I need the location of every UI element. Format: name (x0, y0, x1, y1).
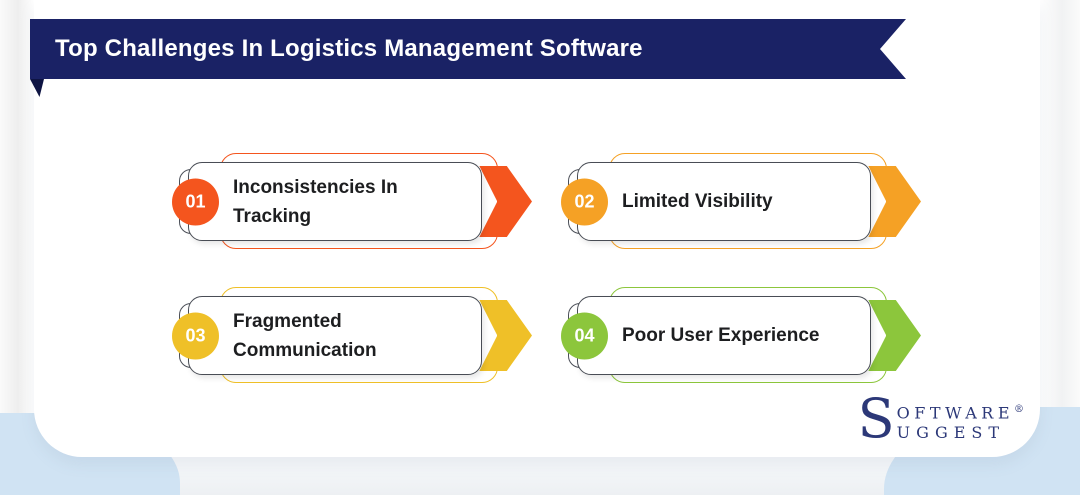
card-body: Fragmented Communication (188, 296, 482, 375)
card-number-badge: 02 (561, 178, 608, 225)
card-body: Poor User Experience (577, 296, 871, 375)
softwaresuggest-logo: S OFTWARE® UGGEST (857, 387, 1024, 450)
card-number-badge: 03 (172, 312, 219, 359)
card-number-badge: 01 (172, 178, 219, 225)
challenge-card-1: Inconsistencies In Tracking 01 (172, 153, 532, 249)
logo-line-bottom: UGGEST (896, 423, 1006, 443)
logo-word-software: OFTWARE (896, 403, 1014, 423)
logo-line-top: OFTWARE® (897, 400, 1024, 423)
challenge-card-3: Fragmented Communication 03 (172, 287, 532, 383)
challenge-card-4: Poor User Experience 04 (561, 287, 921, 383)
logo-initial: S (857, 387, 895, 450)
card-label: Poor User Experience (622, 325, 820, 346)
card-label: Inconsistencies In Tracking (233, 176, 398, 227)
card-number-badge: 04 (561, 312, 608, 359)
card-label: Fragmented Communication (233, 310, 377, 361)
title-ribbon: Top Challenges In Logistics Management S… (30, 19, 906, 79)
page-title: Top Challenges In Logistics Management S… (55, 35, 643, 62)
card-body: Limited Visibility (577, 162, 871, 241)
registered-trademark-icon: ® (1014, 404, 1024, 415)
challenge-card-2: Limited Visibility 02 (561, 153, 921, 249)
card-label: Limited Visibility (622, 191, 773, 212)
card-body: Inconsistencies In Tracking (188, 162, 482, 241)
